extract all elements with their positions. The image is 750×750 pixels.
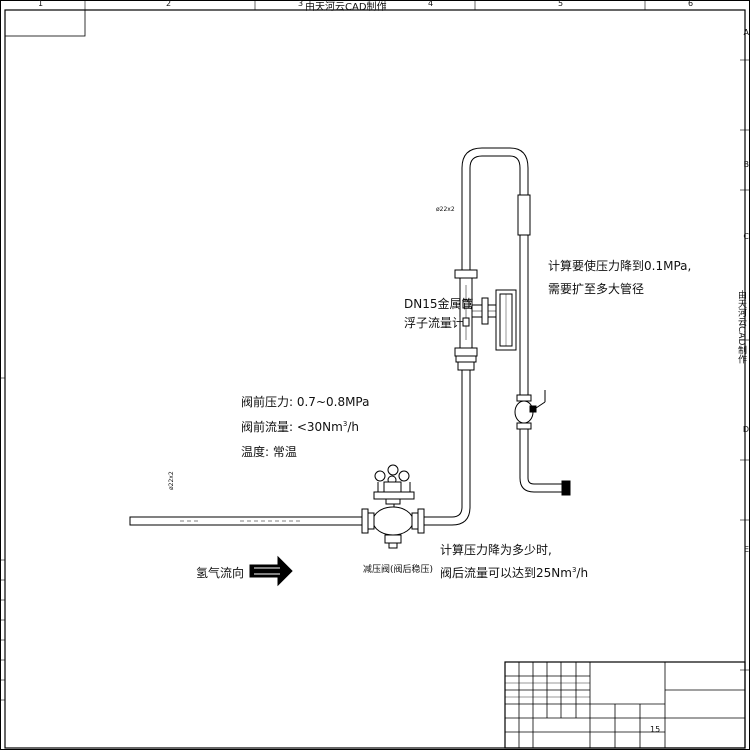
title-block xyxy=(504,661,746,749)
flowmeter-label: DN15金属管 浮子流量计 xyxy=(404,297,474,331)
return-pipe xyxy=(461,147,531,395)
sheet-number: 15 xyxy=(650,725,661,734)
outlet-elbow xyxy=(519,429,571,496)
flowmeter-label-line1: DN15金属管 xyxy=(404,297,474,311)
ball-valve xyxy=(514,390,546,430)
side-watermark: 由天河云CAD制作 xyxy=(736,290,746,364)
row-letter: D xyxy=(742,425,749,434)
row-letter: C xyxy=(743,232,749,241)
note-pressure-target: 计算要使压力降到0.1MPa, 需要扩至多大管径 xyxy=(548,259,691,297)
inlet-pressure: 阀前压力: 0.7~0.8MPa xyxy=(241,395,370,409)
column-number: 4 xyxy=(428,0,434,8)
note-bottom-superscript: 3 xyxy=(571,566,577,574)
column-number: 1 xyxy=(38,0,44,8)
column-number: 2 xyxy=(166,0,172,8)
column-number: 6 xyxy=(688,0,694,8)
inlet-pipe xyxy=(129,516,363,526)
column-number: 3 xyxy=(298,0,304,8)
temperature: 温度: 常温 xyxy=(241,445,297,459)
float-flowmeter xyxy=(454,269,517,357)
note-bottom-line2-unit: /h xyxy=(576,566,589,580)
note-top-line1: 计算要使压力降到0.1MPa, xyxy=(548,259,692,273)
row-letter: E xyxy=(743,545,749,554)
row-letter: B xyxy=(743,160,750,169)
pipe-size-upper-label: ø22x2 xyxy=(436,206,455,213)
top-watermark: 由天河云CAD制作 xyxy=(305,2,387,13)
inlet-flow-superscript: 3 xyxy=(342,420,348,428)
outlet-pipe xyxy=(424,370,471,526)
pressure-reducing-valve xyxy=(361,464,425,549)
inlet-flow: 阀前流量: <30Nm3/h xyxy=(241,420,370,435)
note-bottom-line1: 计算压力降为多少时, xyxy=(440,543,552,557)
lower-flange xyxy=(455,355,477,371)
flow-arrow xyxy=(249,555,293,587)
note-bottom-line2: 阀后流量可以达到25Nm3/h xyxy=(440,566,588,581)
note-top-line2: 需要扩至多大管径 xyxy=(548,282,645,296)
note-bottom-line2-text: 阀后流量可以达到25Nm xyxy=(440,566,572,580)
column-number: 5 xyxy=(558,0,564,8)
pipe-size-lower-label: ø22x2 xyxy=(168,471,175,490)
valve-label: 减压阀(阀后稳压) xyxy=(363,565,434,575)
flow-direction-label: 氢气流向 xyxy=(196,566,245,580)
inlet-flow-text: 阀前流量: <30Nm xyxy=(241,420,343,434)
row-letter: A xyxy=(743,28,749,37)
inlet-flow-unit: /h xyxy=(347,420,359,434)
note-flow-target: 计算压力降为多少时, 阀后流量可以达到25Nm3/h xyxy=(440,543,588,581)
flowmeter-label-line2: 浮子流量计 xyxy=(404,316,465,330)
inlet-conditions: 阀前压力: 0.7~0.8MPa 阀前流量: <30Nm3/h 温度: 常温 xyxy=(241,395,370,460)
